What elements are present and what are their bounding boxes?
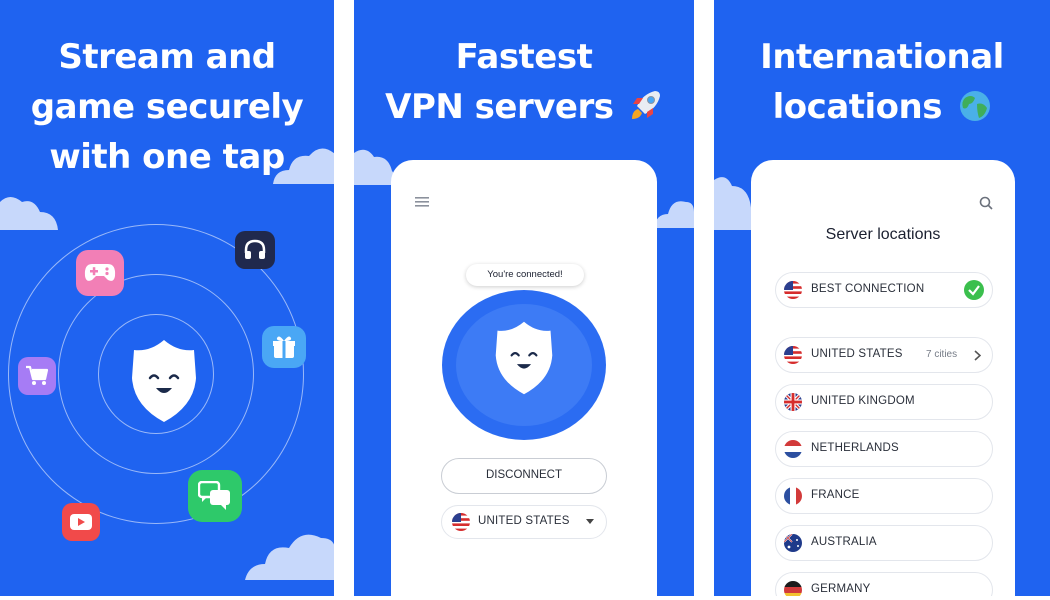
- location-item[interactable]: FRANCE: [775, 478, 993, 514]
- location-item[interactable]: AUSTRALIA: [775, 525, 993, 561]
- us-flag-icon: [452, 513, 470, 531]
- shield-mascot-icon: [495, 321, 553, 395]
- menu-icon[interactable]: [415, 196, 429, 208]
- orbit-ring: [58, 274, 254, 474]
- screen-title: Server locations: [825, 226, 941, 243]
- country-selector[interactable]: UNITED STATES: [441, 505, 607, 539]
- location-item[interactable]: UNITED KINGDOM: [775, 384, 993, 420]
- uk-flag-icon: [784, 393, 802, 411]
- cloud-decoration: [714, 177, 752, 230]
- chevron-down-icon: [586, 519, 594, 524]
- cloud-decoration: [654, 201, 694, 228]
- gamepad-icon: [76, 250, 124, 296]
- shield-mascot-icon: [132, 340, 196, 422]
- promo-panel-fastest: Fastest VPN servers You're connected!: [354, 0, 694, 596]
- city-count: 7 cities: [926, 349, 958, 360]
- connection-tooltip: You're connected!: [466, 264, 584, 286]
- promo-panel-locations: International locations Server locations…: [714, 0, 1050, 596]
- search-icon[interactable]: [979, 196, 993, 210]
- disconnect-button[interactable]: DISCONNECT: [441, 458, 607, 494]
- location-item[interactable]: UNITED STATES 7 cities: [775, 337, 993, 373]
- connect-button[interactable]: [442, 290, 606, 440]
- au-flag-icon: [784, 534, 802, 552]
- panel-headline: Stream and game securely with one tap: [30, 37, 304, 177]
- orbit-ring: [98, 314, 214, 434]
- cloud-decoration: [245, 534, 334, 580]
- chat-icon: [188, 470, 242, 522]
- phone-screen: You're connected! DISCONNECT UNITED STAT…: [391, 160, 657, 596]
- us-flag-icon: [784, 281, 802, 299]
- gift-icon: [262, 326, 306, 368]
- play-video-icon: [62, 503, 100, 541]
- panel-headline: International locations: [760, 37, 1004, 127]
- phone-screen: Server locations BEST CONNECTION UNITED …: [751, 160, 1015, 596]
- de-flag-icon: [784, 581, 802, 596]
- orbit-ring: [8, 224, 304, 524]
- headphones-icon: [235, 231, 275, 269]
- fr-flag-icon: [784, 487, 802, 505]
- location-item[interactable]: NETHERLANDS: [775, 431, 993, 467]
- nl-flag-icon: [784, 440, 802, 458]
- panel-headline: Fastest VPN servers: [354, 32, 694, 132]
- rocket-icon: [631, 91, 660, 119]
- best-connection-option[interactable]: BEST CONNECTION: [775, 272, 993, 308]
- chevron-right-icon: [974, 350, 981, 361]
- cloud-decoration: [354, 149, 396, 185]
- cloud-decoration: [273, 148, 334, 184]
- cart-icon: [18, 357, 56, 395]
- location-item[interactable]: GERMANY: [775, 572, 993, 596]
- promo-panel-stream: Stream and game securely with one tap: [0, 0, 334, 596]
- check-icon: [964, 280, 984, 300]
- globe-icon: [960, 91, 991, 121]
- cloud-decoration: [0, 197, 58, 230]
- us-flag-icon: [784, 346, 802, 364]
